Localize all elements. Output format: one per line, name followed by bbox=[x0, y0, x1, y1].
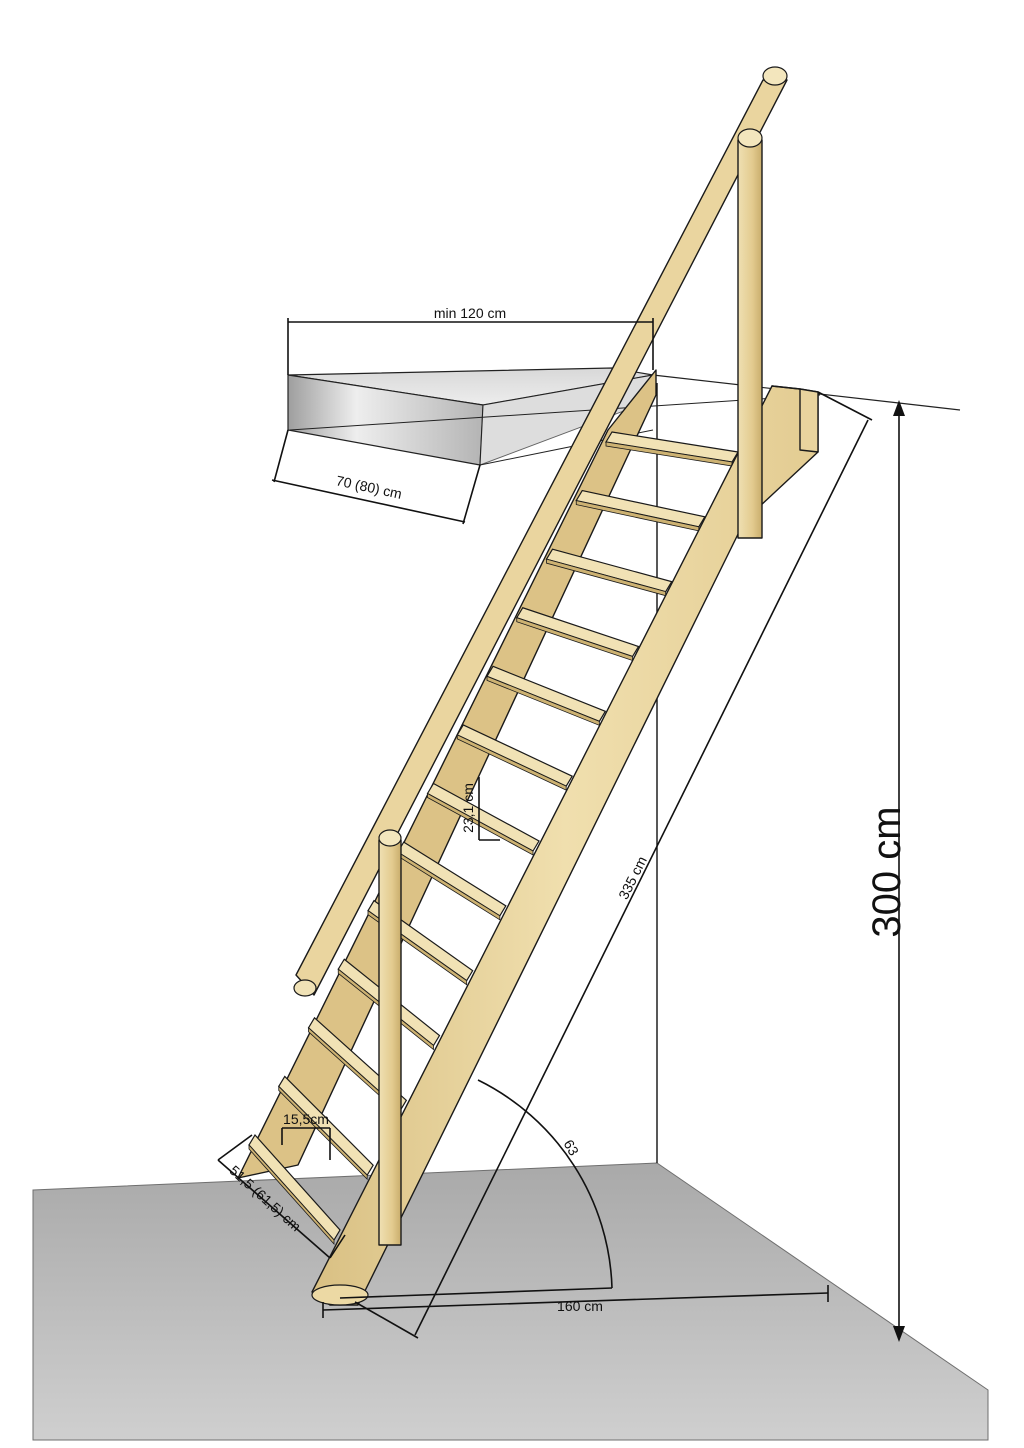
dim-tread-depth: 15,5cm bbox=[281, 1111, 331, 1160]
top-newel-post bbox=[737, 128, 763, 539]
handrail bbox=[293, 66, 788, 997]
label-step-rise: 23,1 cm bbox=[460, 783, 476, 833]
dim-floor-height: 300 cm bbox=[865, 400, 909, 1342]
label-opening-width: 70 (80) cm bbox=[335, 472, 404, 502]
label-horizontal-run: 160 cm bbox=[557, 1298, 603, 1314]
front-stringer-top bbox=[771, 385, 819, 453]
label-stringer-length: 335 cm bbox=[615, 854, 650, 902]
dim-step-rise: 23,1 cm bbox=[460, 777, 500, 841]
dim-opening-length: min 120 cm bbox=[287, 305, 654, 375]
label-angle: 63 bbox=[561, 1137, 583, 1159]
dim-angle: 63 bbox=[477, 1079, 613, 1289]
front-stringer-foot bbox=[311, 1284, 369, 1306]
tread-edge-7 bbox=[427, 792, 534, 856]
label-opening-length: min 120 cm bbox=[434, 305, 506, 321]
label-floor-height: 300 cm bbox=[865, 806, 909, 937]
tread-edge-13 bbox=[248, 1143, 335, 1246]
tread-edge-12 bbox=[278, 1085, 368, 1181]
floor bbox=[32, 1162, 989, 1441]
label-tread-depth: 15,5cm bbox=[283, 1111, 329, 1127]
dim-horizontal-run: 160 cm bbox=[322, 1285, 829, 1318]
bottom-newel-post bbox=[378, 829, 402, 1246]
